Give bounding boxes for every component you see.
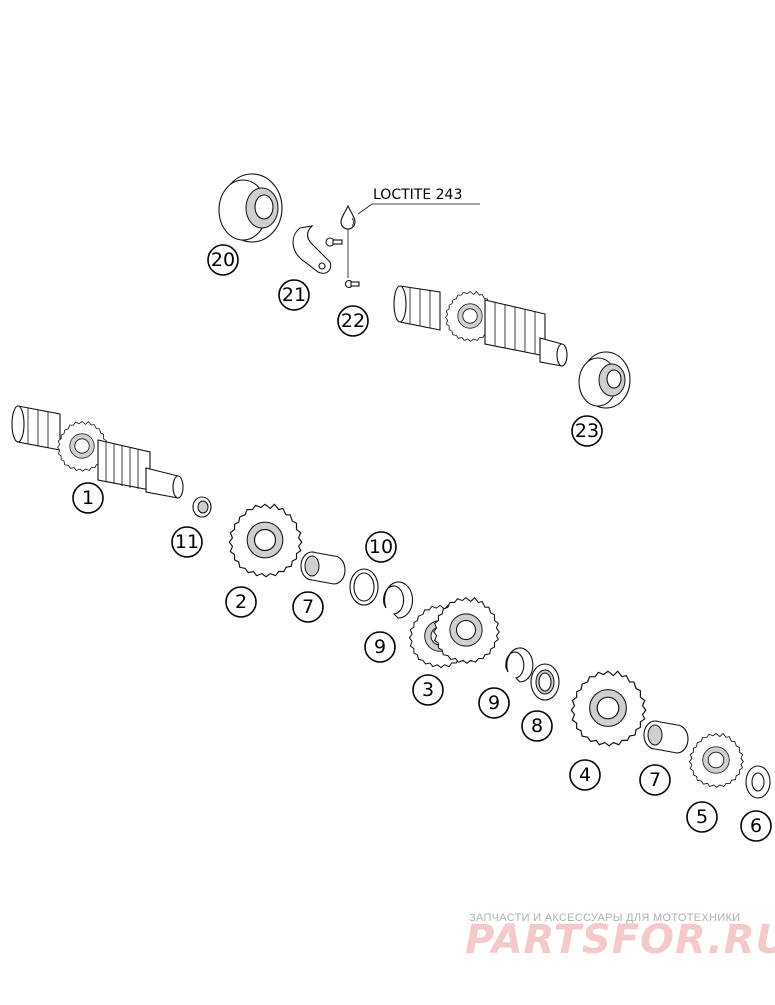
gear-4 bbox=[570, 670, 647, 747]
countershaft bbox=[393, 285, 568, 367]
watermark: ЗАПЧАСТИ И АКСЕССУАРЫ ДЛЯ МОТОТЕХНИКИ PA… bbox=[465, 912, 775, 963]
callout-7-lower: 7 bbox=[639, 764, 671, 796]
callout-23: 23 bbox=[571, 415, 603, 447]
loctite-note-label: LOCTITE 243 bbox=[373, 187, 462, 203]
splined-washer-8 bbox=[530, 663, 560, 701]
callout-1: 1 bbox=[72, 482, 104, 514]
circlip-9-upper bbox=[383, 581, 414, 619]
watermark-tagline: ЗАПЧАСТИ И АКСЕССУАРЫ ДЛЯ МОТОТЕХНИКИ bbox=[469, 912, 740, 924]
svg-text:9: 9 bbox=[488, 692, 500, 714]
callout-9-upper: 9 bbox=[364, 631, 396, 663]
loctite-note: LOCTITE 243 bbox=[357, 187, 480, 215]
callout-21: 21 bbox=[278, 279, 310, 311]
gear-3 bbox=[408, 597, 500, 668]
callout-11: 11 bbox=[171, 526, 203, 558]
gear-2 bbox=[228, 503, 303, 578]
svg-text:21: 21 bbox=[282, 284, 306, 306]
washer-6 bbox=[745, 765, 771, 799]
thrust-washer-10 bbox=[349, 568, 379, 606]
callout-22: 22 bbox=[337, 305, 369, 337]
svg-text:10: 10 bbox=[369, 536, 393, 558]
bearing-20 bbox=[218, 173, 283, 243]
gear-5 bbox=[689, 733, 744, 788]
svg-text:5: 5 bbox=[696, 806, 708, 828]
watermark-logo: PARTSFOR.RU bbox=[465, 917, 775, 963]
svg-text:11: 11 bbox=[175, 531, 199, 553]
svg-text:8: 8 bbox=[531, 715, 543, 737]
svg-text:20: 20 bbox=[211, 249, 235, 271]
callout-7-upper: 7 bbox=[292, 591, 324, 623]
callout-6: 6 bbox=[740, 810, 772, 842]
svg-text:23: 23 bbox=[575, 420, 599, 442]
svg-text:7: 7 bbox=[649, 769, 661, 791]
svg-text:2: 2 bbox=[235, 591, 247, 613]
bush-7-upper bbox=[300, 551, 346, 585]
locking-plate-21 bbox=[292, 225, 332, 274]
needle-bearing-11 bbox=[192, 496, 212, 518]
circlip-9-lower bbox=[505, 647, 534, 683]
callout-4: 4 bbox=[569, 759, 601, 791]
svg-text:3: 3 bbox=[422, 679, 434, 701]
svg-text:4: 4 bbox=[579, 764, 591, 786]
svg-text:9: 9 bbox=[374, 636, 386, 658]
callout-5: 5 bbox=[686, 801, 718, 833]
screw-22 bbox=[325, 204, 360, 289]
callout-3: 3 bbox=[412, 674, 444, 706]
svg-text:6: 6 bbox=[750, 815, 762, 837]
svg-text:7: 7 bbox=[302, 596, 314, 618]
svg-text:1: 1 bbox=[82, 487, 94, 509]
svg-text:22: 22 bbox=[341, 310, 365, 332]
main-shaft-1 bbox=[11, 405, 184, 499]
callout-10: 10 bbox=[365, 531, 397, 563]
callout-20: 20 bbox=[207, 244, 239, 276]
callout-2: 2 bbox=[225, 586, 257, 618]
bearing-23 bbox=[578, 351, 631, 409]
bush-7-lower bbox=[643, 720, 689, 754]
callout-9-lower: 9 bbox=[478, 687, 510, 719]
callout-8: 8 bbox=[521, 710, 553, 742]
